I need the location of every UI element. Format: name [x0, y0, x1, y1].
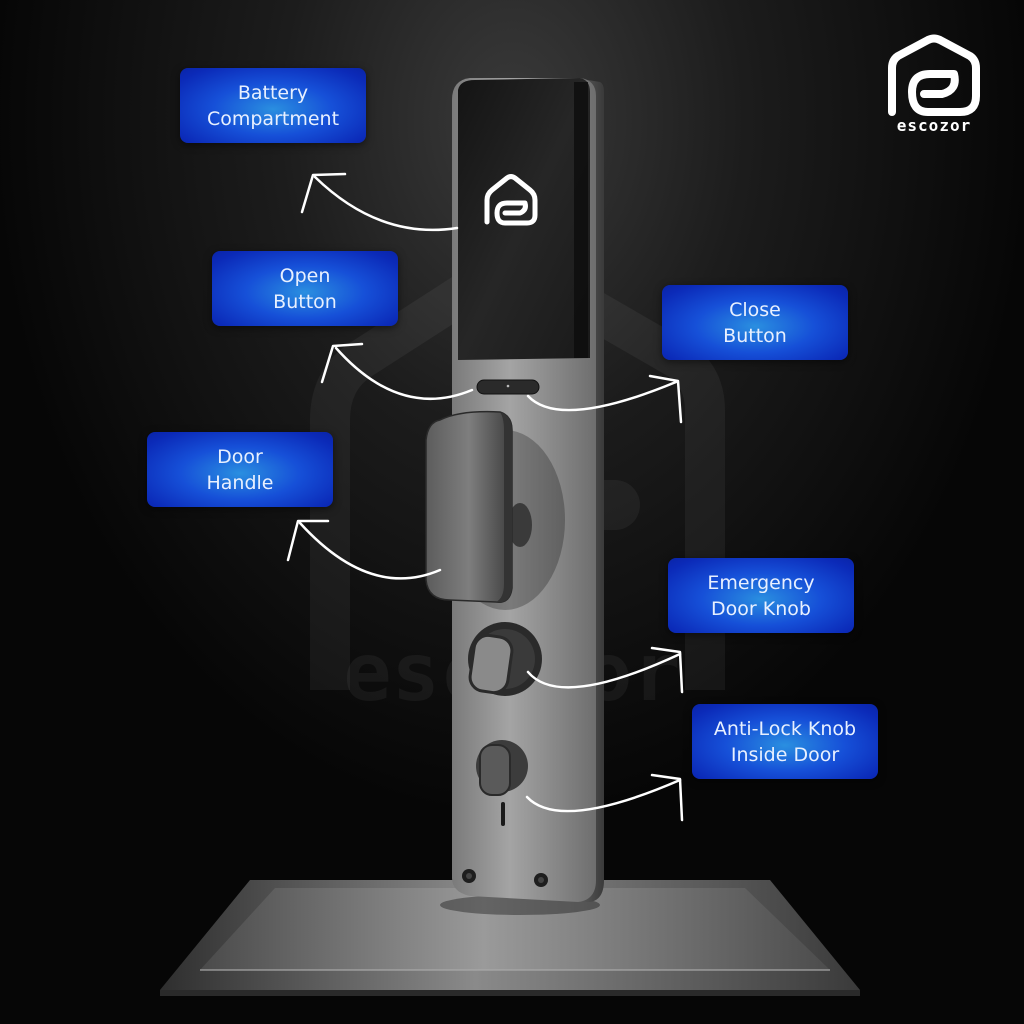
label-open-button: Open Button	[212, 251, 398, 326]
brand-logo-icon	[888, 34, 980, 116]
label-text: Emergency	[707, 571, 815, 594]
label-text: Battery	[237, 81, 309, 104]
label-battery-compartment: Battery Compartment	[180, 68, 366, 143]
arrow-handle-icon	[286, 519, 442, 580]
label-text: Button	[273, 290, 337, 313]
label-text: Anti-Lock Knob	[713, 717, 857, 740]
label-emergency-door-knob: Emergency Door Knob	[668, 558, 854, 633]
label-text: Button	[723, 324, 787, 347]
label-text: Door	[217, 445, 263, 468]
label-text: Inside Door	[730, 743, 840, 766]
label-text: Close	[729, 298, 781, 321]
battery-compartment-panel	[458, 78, 590, 360]
arrow-close-icon	[526, 374, 683, 424]
arrow-battery-icon	[300, 172, 459, 232]
label-text: Door Knob	[711, 597, 811, 620]
label-close-button: Close Button	[662, 285, 848, 360]
arrow-open-icon	[320, 342, 474, 401]
label-anti-lock-knob: Anti-Lock Knob Inside Door	[692, 704, 878, 779]
brand-name: escozor	[896, 116, 972, 135]
label-text: Open	[279, 264, 331, 287]
label-door-handle: Door Handle	[147, 432, 333, 507]
arrow-antilock-icon	[525, 773, 684, 822]
label-text: Compartment	[206, 107, 340, 130]
arrow-emergency-icon	[526, 646, 684, 694]
panel-logo-icon	[484, 174, 538, 226]
label-text: Handle	[206, 471, 274, 494]
